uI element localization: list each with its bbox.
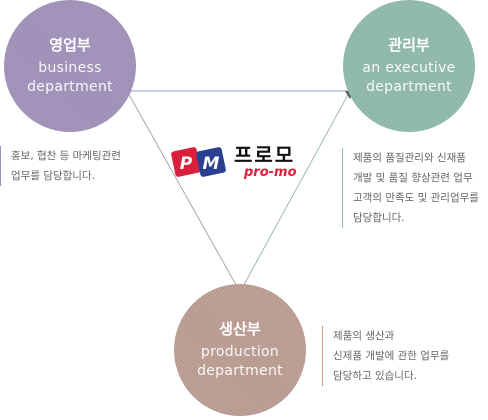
management-desc-line: 제품의 품질관리와 신재품: [353, 152, 466, 164]
sales-title: 영업부: [49, 36, 91, 54]
line-management-production: [239, 90, 351, 293]
sales-sub1: business: [38, 60, 102, 76]
logo-mark-right: M: [203, 154, 220, 174]
production-desc-line: 담당하고 있습니다.: [333, 370, 417, 382]
management-desc-line: 개발 및 품질 향상관련 업무: [353, 172, 473, 184]
production-sub1: production: [200, 344, 280, 360]
management-department-circle: 관리부 an executive department: [343, 0, 475, 132]
sales-description: 홍보, 협찬 등 마케팅관련 업무를 담당합니다.: [0, 146, 121, 186]
production-title: 생산부: [219, 320, 261, 338]
management-sub2: department: [366, 79, 452, 95]
pm-logo-mark-icon: P M: [171, 147, 226, 177]
logo-english-name: pro-mo: [244, 165, 297, 180]
production-sub2: department: [197, 363, 283, 379]
promo-logo: P M 프로모 pro-mo: [170, 143, 300, 183]
logo-korean-name: 프로모: [234, 143, 296, 167]
production-desc-line: 제품의 생산과: [333, 330, 395, 342]
management-desc-line: 담당합니다.: [353, 212, 405, 224]
sales-sub2: department: [27, 79, 113, 95]
logo-mark-left: P: [180, 154, 193, 174]
sales-desc-line: 홍보, 협찬 등 마케팅관련: [11, 150, 121, 162]
sales-department-circle: 영업부 business department: [4, 0, 136, 132]
management-description: 제품의 품질관리와 신재품 개발 및 품질 향상관련 업무 고객의 만족도 및 …: [342, 148, 479, 228]
management-sub1: an executive: [362, 60, 456, 76]
production-description: 제품의 생산과 신제품 개발에 관한 업무를 담당하고 있습니다.: [322, 326, 449, 386]
line-sales-production: [126, 90, 241, 293]
production-desc-line: 신제품 개발에 관한 업무를: [333, 350, 450, 362]
management-desc-line: 고객의 만족도 및 관리업무를: [353, 192, 479, 204]
production-department-circle: 생산부 production department: [174, 284, 306, 416]
management-title: 관리부: [388, 36, 430, 54]
sales-desc-line: 업무를 담당합니다.: [11, 170, 95, 182]
